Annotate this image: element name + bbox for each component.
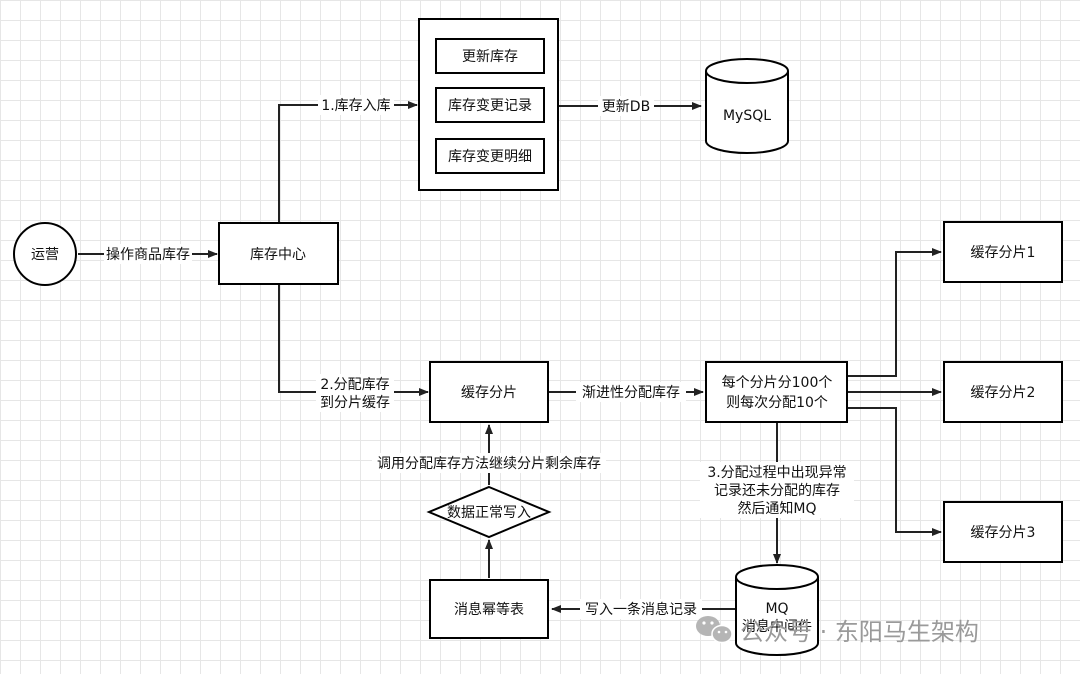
- edge-label-exception-3: 然后通知MQ: [737, 500, 816, 517]
- edge-label-bg: [580, 599, 702, 619]
- mysql-label: MySQL: [723, 108, 771, 124]
- inventory-change-record-box: [435, 87, 545, 123]
- cache-shard-3-label: 缓存分片3: [971, 525, 1036, 541]
- idempotent-table-label: 消息幂等表: [454, 601, 524, 618]
- inventory-change-detail-box: [435, 138, 545, 174]
- edge-label-bg: [316, 374, 394, 412]
- inventory-change-record-label: 库存变更记录: [448, 98, 532, 114]
- edge-label-allocate-1: 2.分配库存: [320, 377, 389, 393]
- edge-label-allocate-2: 到分片缓存: [320, 395, 390, 411]
- edge-label-write-record: 写入一条消息记录: [585, 601, 697, 618]
- edge-label-operate-inventory: 操作商品库存: [106, 247, 190, 263]
- edge-label-bg: [700, 462, 854, 518]
- watermark-text: 公众号 · 东阳马生架构: [740, 618, 979, 646]
- mq-label-line1: MQ: [765, 601, 788, 617]
- cache-shard-3-node: 缓存分片3: [943, 501, 1063, 563]
- cache-shard-1-node: 缓存分片1: [943, 221, 1063, 283]
- cache-shard-main-node: 缓存分片: [429, 361, 549, 423]
- edge-label-bg: [598, 96, 654, 116]
- cache-shard-main-label: 缓存分片: [461, 385, 517, 401]
- edge-label-bg: [576, 382, 686, 402]
- ops-node: 运营: [13, 222, 77, 286]
- edge-label-exception-1: 3.分配过程中出现异常: [707, 465, 846, 481]
- data-normal-write-label: 数据正常写入: [447, 505, 531, 521]
- mysql-cylinder: MySQL: [705, 58, 789, 154]
- update-inventory-box: [435, 38, 545, 74]
- inventory-change-detail-label: 库存变更明细: [448, 149, 532, 165]
- inventory-center-node: 库存中心: [218, 222, 339, 285]
- edge-label-bg: [318, 95, 394, 115]
- edge-rule-to-shard-1: [848, 248, 942, 377]
- cache-shard-2-label: 缓存分片2: [971, 385, 1036, 401]
- allocation-rule-line2: 则每次分配10个: [726, 395, 828, 411]
- edge-label-continue-allocate: 调用分配库存方法继续分片剩余库存: [377, 455, 601, 472]
- cache-shard-2-node: 缓存分片2: [943, 361, 1063, 423]
- edge-label-progressive: 渐进性分配库存: [582, 385, 680, 401]
- db-operations-group: 更新库存 库存变更记录 库存变更明细: [418, 18, 559, 191]
- edge-label-exception-2: 记录还未分配的库存: [714, 483, 840, 499]
- ops-label: 运营: [31, 247, 59, 263]
- data-normal-write-decision: 数据正常写入: [426, 485, 552, 539]
- edge-label-inbound: 1.库存入库: [321, 98, 390, 114]
- edge-rule-to-shard-3: [848, 407, 942, 536]
- allocation-rule-line1: 每个分片分100个: [722, 375, 833, 391]
- idempotent-table-node: 消息幂等表: [429, 579, 549, 639]
- wechat-icon: [696, 616, 733, 644]
- edge-center-to-db-group: [278, 101, 418, 222]
- cache-shard-1-label: 缓存分片1: [971, 245, 1036, 261]
- mq-label-line2: 消息中间件: [742, 618, 812, 635]
- inventory-center-label: 库存中心: [250, 247, 306, 263]
- watermark: 公众号 · 东阳马生架构: [696, 616, 979, 646]
- edge-label-bg: [104, 244, 192, 264]
- edge-label-update-db: 更新DB: [602, 99, 650, 115]
- mq-cylinder: MQ 消息中间件: [735, 564, 819, 656]
- update-inventory-label: 更新库存: [462, 49, 518, 65]
- edge-label-bg: [372, 453, 606, 473]
- allocation-rule-node: 每个分片分100个 则每次分配10个: [705, 361, 848, 423]
